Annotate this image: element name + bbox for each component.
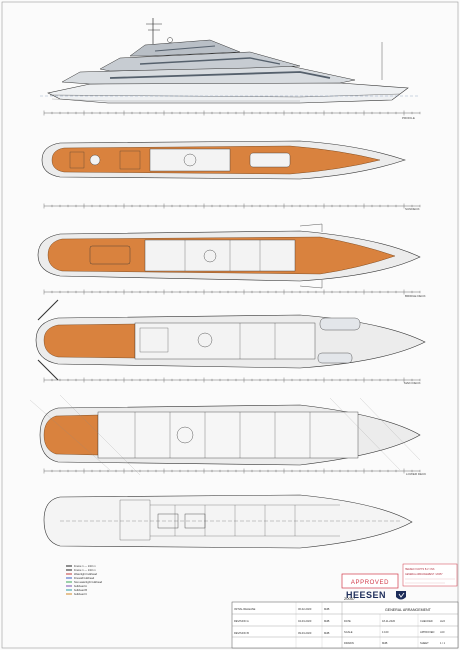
legend-item: Firewall bulkhead <box>66 576 95 580</box>
bridge-deck-plan <box>37 223 421 289</box>
tanktop-plan <box>43 494 413 549</box>
main-deck-interior <box>134 322 316 360</box>
window-band <box>109 71 331 79</box>
legend-item: bulkhead A <box>66 584 87 588</box>
revision-by: MdB <box>324 607 330 611</box>
sundeck-structure <box>149 148 231 172</box>
legend-item-text: bulkhead B <box>74 588 87 592</box>
main-deck-frame-ruler <box>43 377 421 383</box>
revision-date: 09-03-2020 <box>298 631 312 635</box>
lower-deck-interior <box>97 411 359 459</box>
revision-date: 04-03-2020 <box>298 619 312 623</box>
legend-item-text: Non-watertight bulkhead <box>74 580 103 584</box>
main-deck-plan <box>35 299 426 381</box>
legend: Frame 1 — 1/10 m Frame 1 — 1/10 m Watert… <box>66 564 103 596</box>
title-field-key: SHEET <box>420 641 429 645</box>
lower-deck-frame-ruler <box>43 468 421 474</box>
title-field-key: APPROVED <box>420 630 435 634</box>
title-field-key: DRAWN <box>344 641 354 645</box>
bridge-deck-label: BRIDGE DECK <box>405 294 426 298</box>
shield-icon <box>396 591 406 600</box>
sundeck-plan <box>41 140 406 180</box>
title-field-value: 1:100 <box>382 630 389 634</box>
approved-stamp-text: APPROVED <box>351 580 389 586</box>
title-field-value: MdB <box>382 641 388 645</box>
yard-line-2: GENERAL ARRANGEMENT / 20057 <box>405 573 443 576</box>
legend-item-text: Frame 1 — 1/10 m <box>74 568 96 572</box>
aft-deck-teak <box>43 323 136 359</box>
title-field-value: 1 / 1 <box>440 641 446 645</box>
legend-item-text: Watertight bulkhead <box>74 572 98 576</box>
profile-label: PROFILE <box>402 116 415 120</box>
legend-item-text: bulkhead A <box>74 584 87 588</box>
revision-by: MdB <box>324 631 330 635</box>
tender <box>319 317 361 331</box>
legend-item: bulkhead C <box>66 592 87 596</box>
profile-view <box>40 18 420 104</box>
hull-profile <box>47 81 409 104</box>
title-block: INITIAL RELEASE 06-02-2020 MdB REVISION … <box>231 601 459 649</box>
legend-item-text: bulkhead C <box>74 592 87 596</box>
bridge-deck-frame-ruler <box>43 289 421 295</box>
approved-stamp: APPROVED <box>341 573 399 589</box>
legend-item-text: Firewall bulkhead <box>74 576 95 580</box>
title-field-key: CHECKED <box>420 619 433 623</box>
bridge-deck-structure <box>144 239 296 272</box>
revision-desc: REVISION B <box>234 631 249 635</box>
revision-desc: INITIAL RELEASE <box>234 607 256 611</box>
legend-item: Frame 1 — 1/10 m <box>66 564 96 568</box>
main-deck-label: MAIN DECK <box>404 381 421 385</box>
legend-item-text: Frame 1 — 1/10 m <box>74 564 96 568</box>
revision-desc: REVISION A <box>234 619 249 623</box>
drawing-title: GENERAL ARRANGEMENT <box>385 608 432 612</box>
lower-deck-plan <box>29 394 421 476</box>
title-field-value: HvO <box>440 619 445 623</box>
revision-by: MdB <box>324 619 330 623</box>
title-field-key: DATE <box>344 619 351 623</box>
beach-club-teak <box>43 414 99 456</box>
yard-info-box: HEESEN YACHTS B.V. OSS GENERAL ARRANGEME… <box>402 563 458 587</box>
legend-item: Non-watertight bulkhead <box>66 580 103 584</box>
profile-frame-ruler <box>43 110 421 116</box>
legend-item: Watertight bulkhead <box>66 572 98 576</box>
title-field-key: SCALE <box>344 630 353 634</box>
revision-date: 06-02-2020 <box>298 607 312 611</box>
title-field-value: 18-11-2020 <box>382 619 396 623</box>
lower-deck-label: LOWER DECK <box>406 472 426 476</box>
sundeck-label: SUNDECK <box>405 207 420 211</box>
yard-line-1: HEESEN YACHTS B.V. OSS <box>405 568 435 571</box>
title-field-value: JvD <box>440 630 445 634</box>
legend-item: bulkhead B <box>66 588 87 592</box>
project-number: 20057 <box>344 596 356 601</box>
sundeck-frame-ruler <box>43 203 421 209</box>
heesen-logo: HEESEN <box>346 590 386 600</box>
legend-item: Frame 1 — 1/10 m <box>66 568 96 572</box>
